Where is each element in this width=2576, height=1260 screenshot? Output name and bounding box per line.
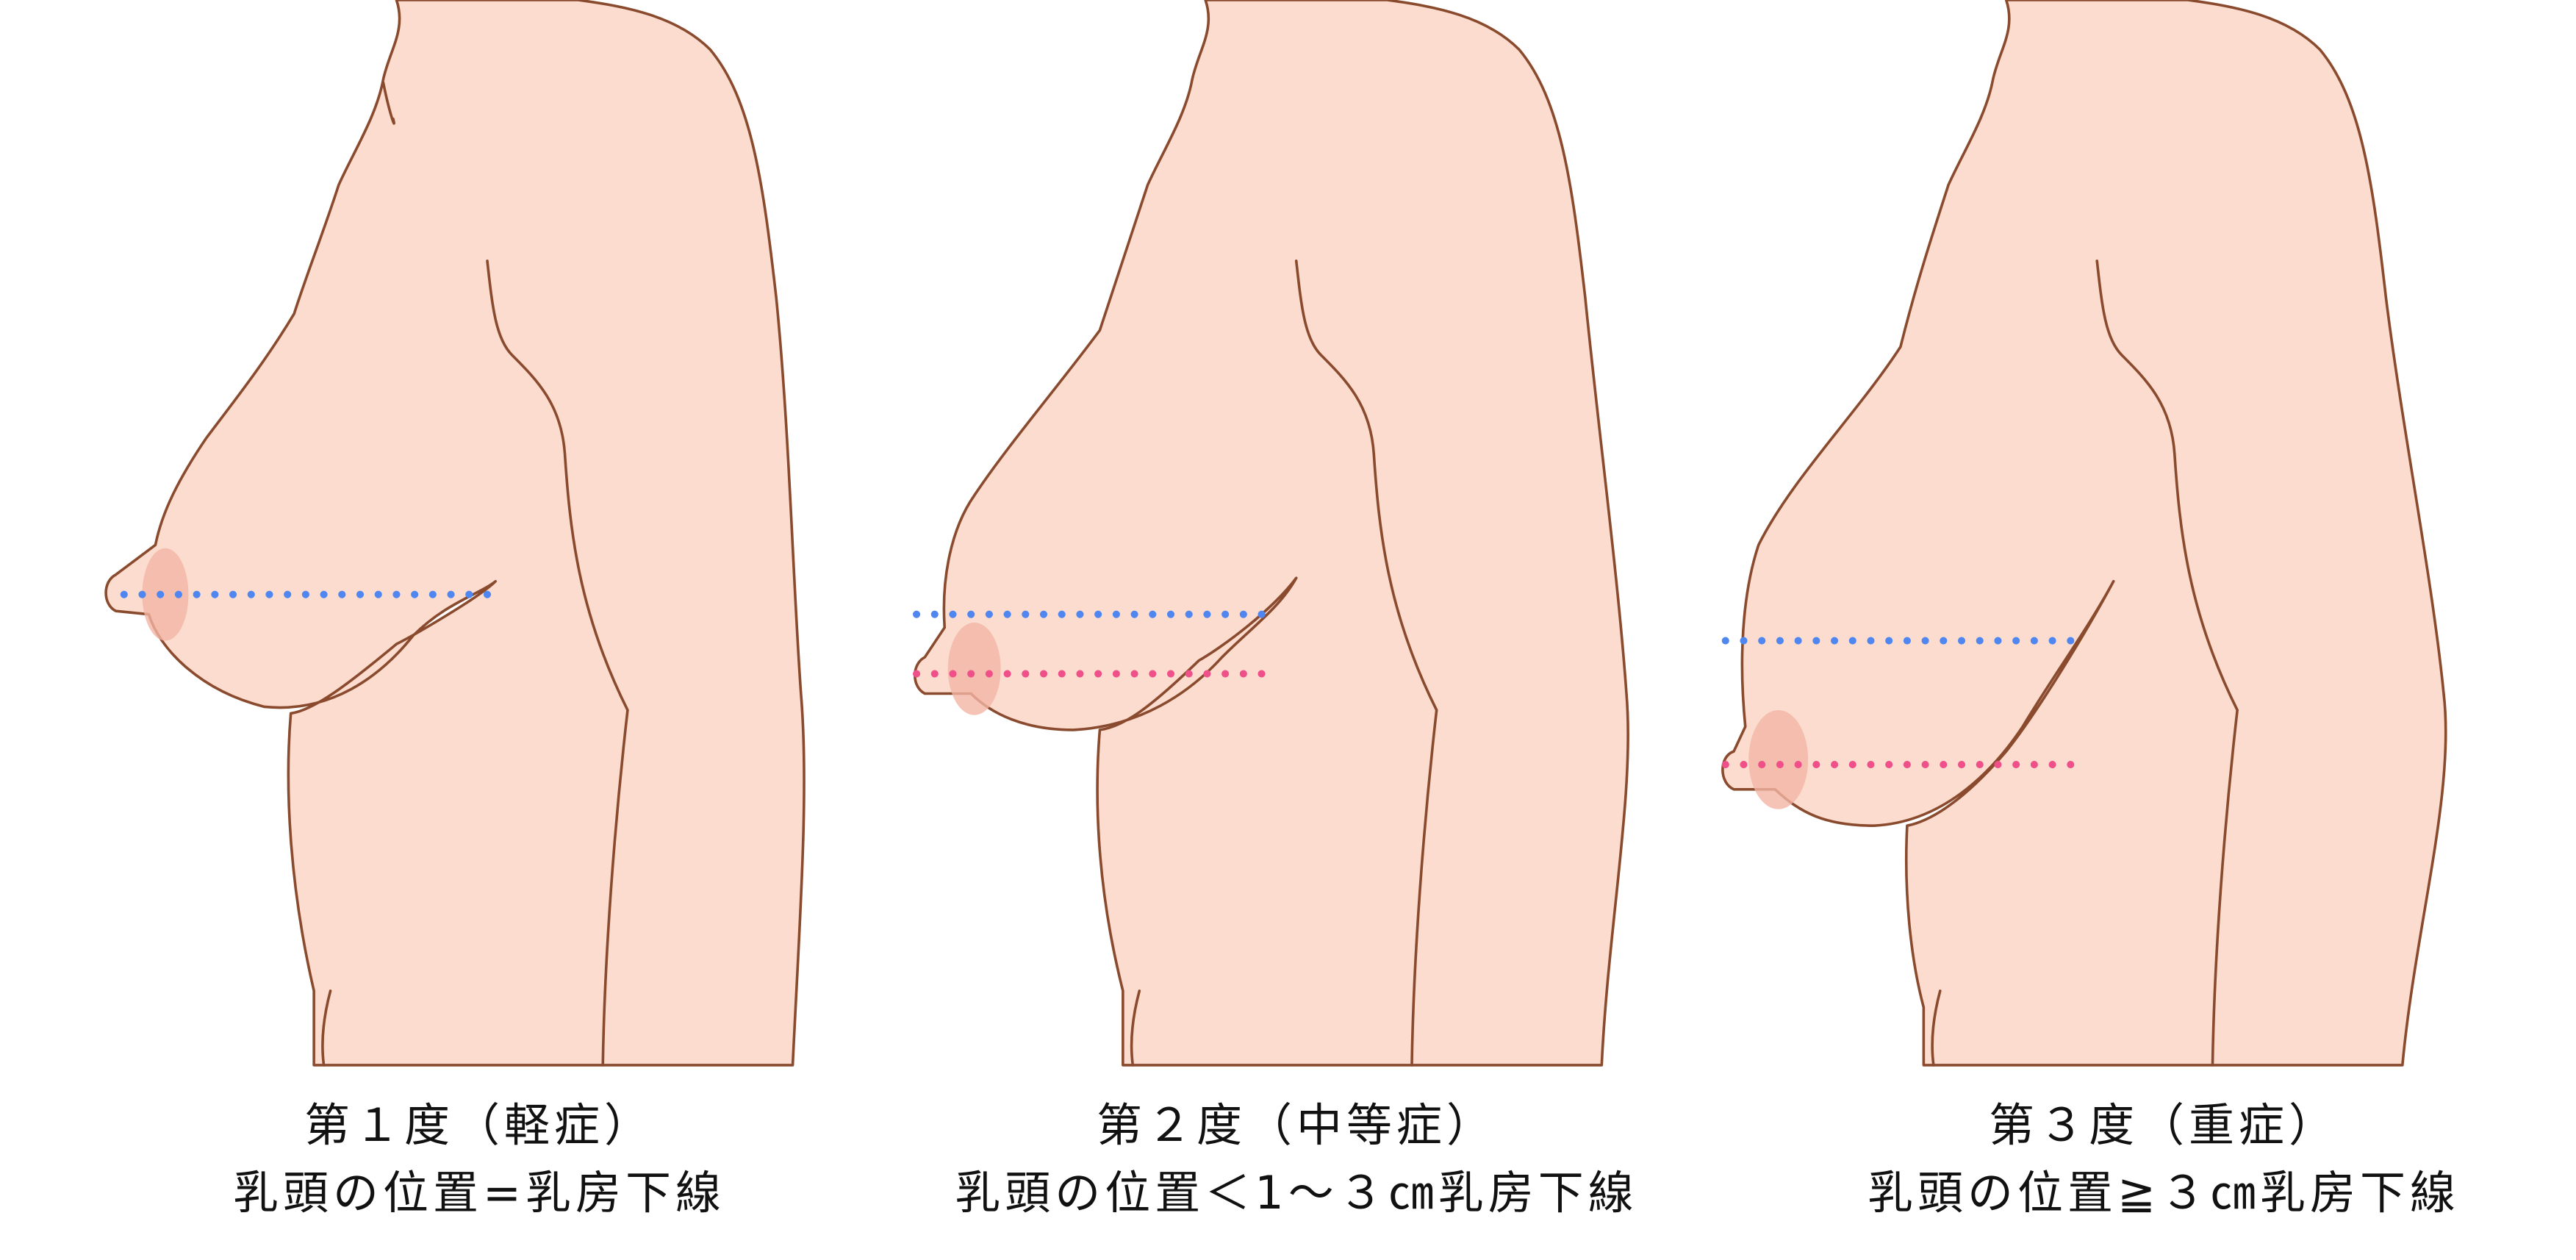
grade-3-title: 第３度（重症）	[1988, 1098, 2339, 1152]
areola	[1748, 709, 1809, 809]
panel-grade-2-figure	[913, 0, 1629, 1067]
grade-2-title: 第２度（中等症）	[1096, 1098, 1496, 1152]
grade-1-title: 第１度（軽症）	[304, 1098, 654, 1152]
areola	[947, 622, 1001, 715]
grade-1-caption: 乳頭の位置=乳房下線	[233, 1166, 725, 1220]
panel-grade-1-figure	[104, 0, 806, 1067]
panel-grade-3-figure	[1721, 0, 2447, 1067]
grade-3-caption: 乳頭の位置≧３㎝乳房下線	[1868, 1166, 2460, 1220]
areola	[142, 548, 189, 641]
grade-2-caption: 乳頭の位置＜1〜３㎝乳房下線	[955, 1166, 1638, 1220]
